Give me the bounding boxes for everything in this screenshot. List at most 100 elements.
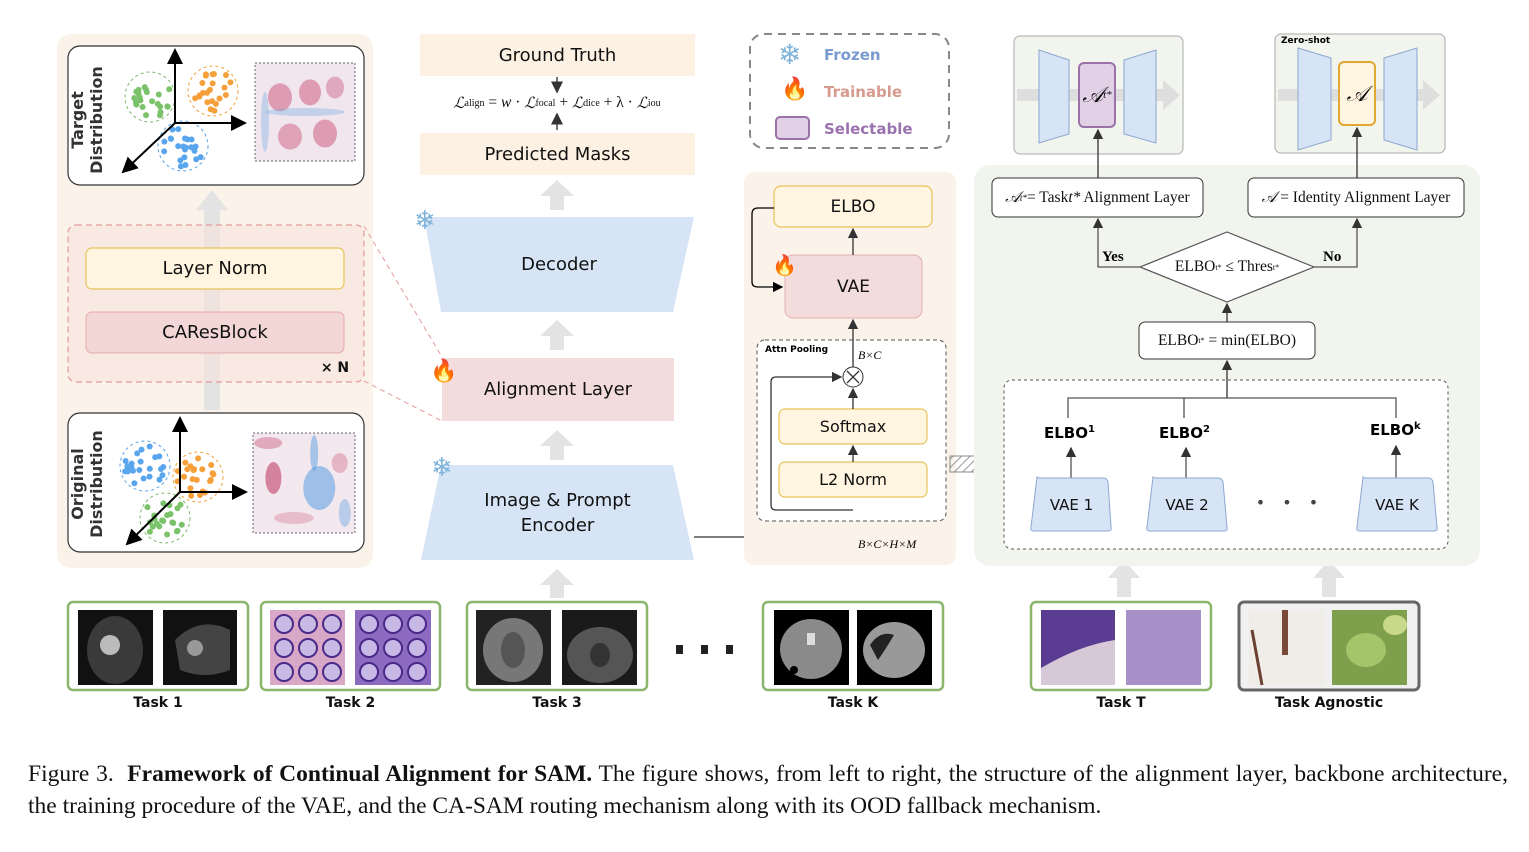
scatter-point (193, 156, 200, 163)
scatter-point (197, 154, 204, 161)
scatter-point (124, 463, 131, 470)
scatter-point (222, 91, 229, 98)
alignment-layer-label: Alignment Layer (483, 379, 633, 400)
gland (274, 614, 294, 634)
scatter-point (181, 154, 188, 161)
feature-map-blob (261, 91, 269, 152)
task-agnostic-images (1249, 610, 1407, 686)
scatter-point (209, 71, 216, 78)
feature-map-blob (265, 108, 345, 116)
legend-selectable-label: Selectable (824, 120, 913, 138)
scatter-point (188, 492, 195, 499)
ground-truth-label: Ground Truth (498, 44, 617, 66)
scatter-point (216, 95, 223, 102)
original-cluster-plot (119, 416, 248, 546)
original-distribution-label: Original Distribution (68, 430, 106, 538)
scatter-point (156, 476, 163, 483)
scatter-point (182, 161, 189, 168)
zoom-connector-bottom (363, 380, 443, 422)
scatter-point (212, 100, 219, 107)
vae-fire-icon: 🔥 (772, 253, 797, 277)
scatter-point (227, 79, 234, 86)
scatter-point (181, 135, 188, 142)
scatter-point (137, 458, 144, 465)
scatter-point (134, 450, 141, 457)
legend-fire-icon: 🔥 (781, 77, 809, 102)
feature-map-blob (299, 79, 321, 106)
scatter-point (146, 465, 153, 472)
gland (407, 662, 427, 682)
task-t-images (1041, 610, 1201, 685)
scatter-point (137, 97, 144, 104)
vae-1-label: VAE 1 (1049, 495, 1094, 514)
scatter-point (164, 512, 171, 519)
scatter-point (223, 71, 230, 78)
yes-path (1092, 217, 1140, 268)
elbo-k-label: ELBOk (1370, 421, 1421, 439)
scatter-point (138, 446, 145, 453)
legend-frozen-label: Frozen (824, 46, 881, 64)
scatter-point (157, 109, 164, 116)
vae2-shape (1146, 475, 1228, 532)
gray-flow-arrows (540, 180, 1345, 598)
gland (322, 638, 342, 658)
legend-frozen-icon: ❄ (778, 38, 802, 71)
scatter-point (131, 480, 138, 487)
alignment-layer-box (442, 358, 674, 421)
scatter-point (180, 143, 187, 150)
scatter-point (160, 500, 167, 507)
scatter-point (161, 138, 168, 145)
scatter-point (177, 157, 184, 164)
scatter-point (173, 528, 180, 535)
scatter-point (140, 475, 147, 482)
scatter-point (146, 443, 153, 450)
identity-alignment-layer (1338, 61, 1376, 126)
gland (359, 614, 379, 634)
task-k-images (774, 610, 932, 685)
scatter-point (164, 531, 171, 538)
scatter-point (207, 106, 214, 113)
encoder-label: Image & Prompt Encoder (484, 489, 631, 536)
scatter-point (192, 95, 199, 102)
caresblock-label: CAResBlock (162, 322, 268, 343)
scatter-point (170, 519, 177, 526)
zoom-connector-top (363, 225, 443, 358)
scatter-point (209, 470, 216, 477)
elbo-2-label: ELBO2 (1159, 424, 1210, 442)
scatter-point (164, 103, 171, 110)
task-1-images (78, 610, 237, 685)
vae-k-label: VAE K (1375, 495, 1419, 514)
snowflake-icon: ❄ (431, 453, 453, 483)
feature-map-blob (313, 119, 337, 148)
ellipsis-dot (726, 645, 733, 654)
gland (322, 662, 342, 682)
feature-map-blob (338, 499, 351, 527)
vae1-shape (1030, 475, 1112, 532)
scatter-point (202, 71, 209, 78)
ellipsis-dot (701, 645, 708, 654)
scatter-point (204, 99, 211, 106)
elbo-1-label: ELBO1 (1044, 424, 1095, 442)
scatter-point (195, 455, 202, 462)
gland (359, 662, 379, 682)
elbo-aggregation-lines (1067, 397, 1397, 418)
scatter-point (175, 126, 182, 133)
task-label: Task 3 (532, 695, 582, 711)
task-label: Task K (827, 695, 879, 711)
scatter-point (177, 501, 184, 508)
identity-alignment-symbol: 𝒜 (1346, 80, 1368, 106)
scatter-point (184, 466, 191, 473)
scatter-point (122, 468, 129, 475)
scatter-point (193, 476, 200, 483)
task-3-images (476, 610, 637, 685)
scatter-point (206, 86, 213, 93)
feature-map-blob (303, 466, 336, 510)
scatter-point (175, 143, 182, 150)
bxcxhxm-label: B×C×H×M (858, 537, 917, 551)
scatter-point (155, 91, 162, 98)
scatter-point (159, 472, 166, 479)
feature-map-blob (326, 76, 344, 99)
